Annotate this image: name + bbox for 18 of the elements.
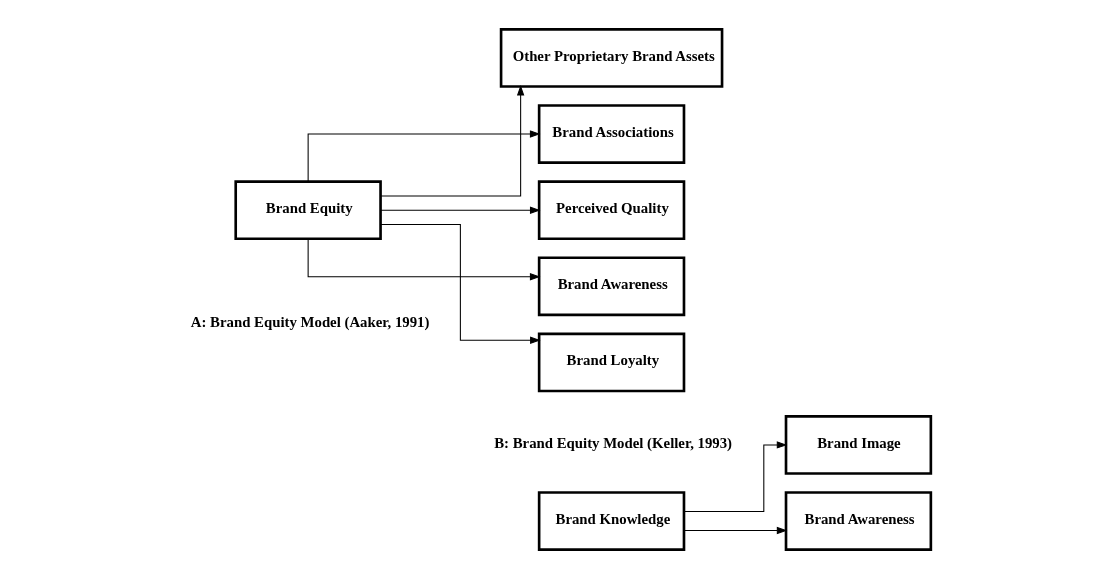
- node-box: Brand Knowledge: [537, 491, 686, 551]
- node-box: Brand Awareness: [784, 491, 933, 551]
- arrow: [307, 130, 541, 182]
- node-box: Brand Image: [784, 415, 933, 475]
- node-box: Perceived Quality: [537, 180, 686, 241]
- label: A: Brand Equity Model (Aaker, 1991): [190, 314, 430, 331]
- arrow: [683, 526, 788, 535]
- node-box: Other Proprietary Brand Assets: [499, 28, 724, 88]
- label: B: Brand Equity Model (Keller, 1993): [494, 434, 733, 451]
- arrow: [380, 84, 525, 197]
- node-box: Brand Equity: [234, 180, 382, 241]
- node-box: Brand Associations: [537, 104, 686, 164]
- node-box: Brand Awareness: [537, 256, 686, 317]
- node-box: Brand Loyalty: [537, 332, 686, 393]
- arrow: [307, 238, 541, 281]
- arrow: [380, 223, 541, 344]
- arrow: [380, 206, 541, 214]
- arrow: [683, 441, 788, 513]
